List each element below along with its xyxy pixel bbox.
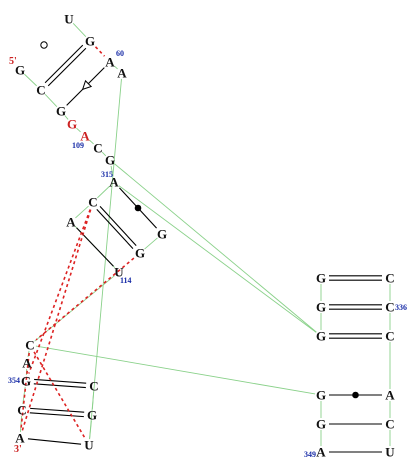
watson-crick-pair-line: [30, 407, 85, 413]
tertiary-interaction-line: [33, 351, 86, 439]
backbone-link: [144, 237, 158, 250]
nucleotide-r2: C: [385, 271, 394, 286]
backbone-link: [118, 185, 317, 333]
backbone-link: [24, 73, 37, 87]
nucleotide-r10: C: [385, 417, 394, 432]
watson-crick-pair-line: [33, 383, 86, 389]
nucleotide-r12: U: [385, 445, 395, 460]
backbone-link: [97, 185, 110, 199]
nucleotide-b4: C: [89, 379, 98, 394]
residue-number-60: 60: [116, 49, 124, 58]
nucleotide-n14: A: [66, 215, 76, 230]
nucleotide-r6: C: [385, 329, 394, 344]
backbone-link: [91, 391, 95, 410]
watson-crick-pair-line: [44, 44, 84, 84]
backbone-link: [72, 23, 87, 37]
nucleotide-r1: G: [316, 271, 326, 286]
backbone-link: [75, 205, 89, 219]
nucleotide-b7: A: [15, 431, 25, 446]
nucleotide-r11: A: [316, 445, 326, 460]
nucleotide-n17: U: [114, 265, 124, 280]
tertiary-interaction-line: [28, 209, 91, 374]
backbone-link: [101, 151, 107, 157]
backbone-link: [114, 65, 118, 70]
nucleotide-n3: A: [105, 55, 115, 70]
pair-line: [27, 438, 82, 445]
nucleotide-b1: C: [25, 338, 34, 353]
nucleotide-n7: G: [56, 104, 66, 119]
tertiary-interaction-line: [20, 352, 30, 431]
wobble-pair-dot: [134, 204, 142, 212]
nucleotide-n4: A: [117, 66, 127, 81]
nucleotide-b8: U: [84, 438, 94, 453]
nucleotide-r5: G: [316, 329, 326, 344]
backbone-link: [34, 275, 115, 342]
backbone-link: [114, 163, 317, 333]
residue-number-114: 114: [120, 276, 132, 285]
nucleotide-n12: A: [109, 175, 119, 190]
nucleotide-n1: U: [64, 12, 74, 27]
nucleotide-r7: G: [316, 388, 326, 403]
nucleotide-n9: A: [80, 129, 90, 144]
nucleotide-r8: A: [385, 388, 395, 403]
pair-layer: [20, 41, 382, 453]
nucleotide-b6: G: [87, 408, 97, 423]
loop-marker-circle: [40, 41, 48, 49]
residue-number-349: 349: [304, 450, 316, 459]
watson-crick-pair-line: [96, 209, 134, 249]
nucleotide-n2: G: [85, 34, 95, 49]
residue-number-336: 336: [395, 303, 407, 312]
tertiary-interaction-line: [21, 209, 92, 431]
nucleotide-n11: G: [105, 153, 115, 168]
backbone-link: [89, 420, 92, 440]
tertiary-interaction-line: [94, 46, 106, 57]
nucleotide-r9: G: [316, 417, 326, 432]
nucleotide-b3: G: [21, 374, 31, 389]
backbone-link: [76, 127, 81, 133]
nucleotide-r4: C: [385, 300, 394, 315]
nucleotide-n15: G: [157, 227, 167, 242]
nucleotide-b2: A: [22, 356, 32, 371]
watson-crick-pair-line: [99, 206, 137, 246]
backbone-link: [64, 115, 69, 120]
nucleotide-n6: C: [36, 83, 45, 98]
residue-number-109: 109: [72, 141, 84, 150]
watson-crick-pair-line: [47, 47, 87, 87]
backbone-link: [89, 78, 122, 440]
backbone-link: [35, 345, 316, 395]
backbone-link: [89, 139, 94, 145]
nucleotide-n5: G: [15, 63, 25, 78]
residue-number-315: 315: [101, 170, 113, 179]
backbone-link: [44, 94, 58, 107]
watson-crick-pair-line: [29, 412, 84, 418]
nucleotide-r3: G: [316, 300, 326, 315]
nucleotide-n16: G: [135, 246, 145, 261]
nucleotide-b5: C: [17, 403, 26, 418]
residue-number-354: 354: [8, 376, 20, 385]
nucleotide-n10: C: [93, 141, 102, 156]
nucleotide-n13: C: [88, 195, 97, 210]
watson-crick-pair-line: [34, 378, 87, 384]
nucleotide-n8: G: [67, 117, 77, 132]
noncanonical-pair-triangle: [81, 79, 93, 91]
strand-end-label-five: 5': [9, 56, 17, 67]
wobble-pair-dot: [352, 391, 359, 399]
strand-end-label-three: 3': [14, 444, 22, 455]
